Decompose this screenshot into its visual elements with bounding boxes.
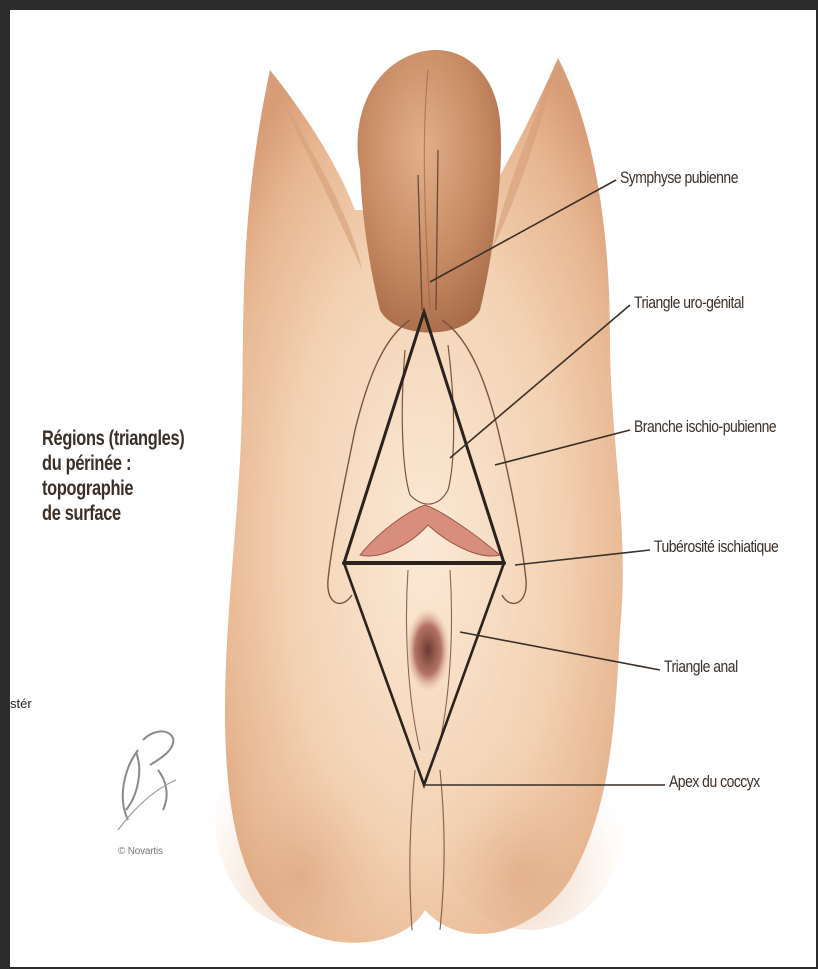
artist-signature (98, 710, 188, 840)
caption-line-3: topographie (42, 476, 184, 501)
caption-line-4: de surface (42, 501, 184, 526)
right-buttock-shade (435, 710, 625, 930)
caption-line-2: du périnée : (42, 451, 184, 476)
cropped-text-fragment: stér (10, 696, 32, 711)
label-triangle-anal: Triangle anal (664, 657, 738, 677)
anus (406, 608, 450, 692)
caption-line-1: Régions (triangles) (42, 426, 184, 451)
figure-caption: Régions (triangles) du périnée : topogra… (42, 426, 184, 526)
copyright-notice: © Novartis (118, 846, 163, 857)
label-branche-ischio-pubienne: Branche ischio-pubienne (634, 417, 776, 437)
label-triangle-uro-genital: Triangle uro-génital (634, 293, 744, 313)
label-tuberosite-ischiatique: Tubérosité ischiatique (654, 537, 778, 557)
label-symphyse-pubienne: Symphyse pubienne (620, 168, 738, 188)
label-apex-du-coccyx: Apex du coccyx (669, 772, 760, 792)
illustration-frame: Symphyse pubienne Triangle uro-génital B… (10, 10, 816, 967)
left-buttock-shade (215, 710, 405, 930)
